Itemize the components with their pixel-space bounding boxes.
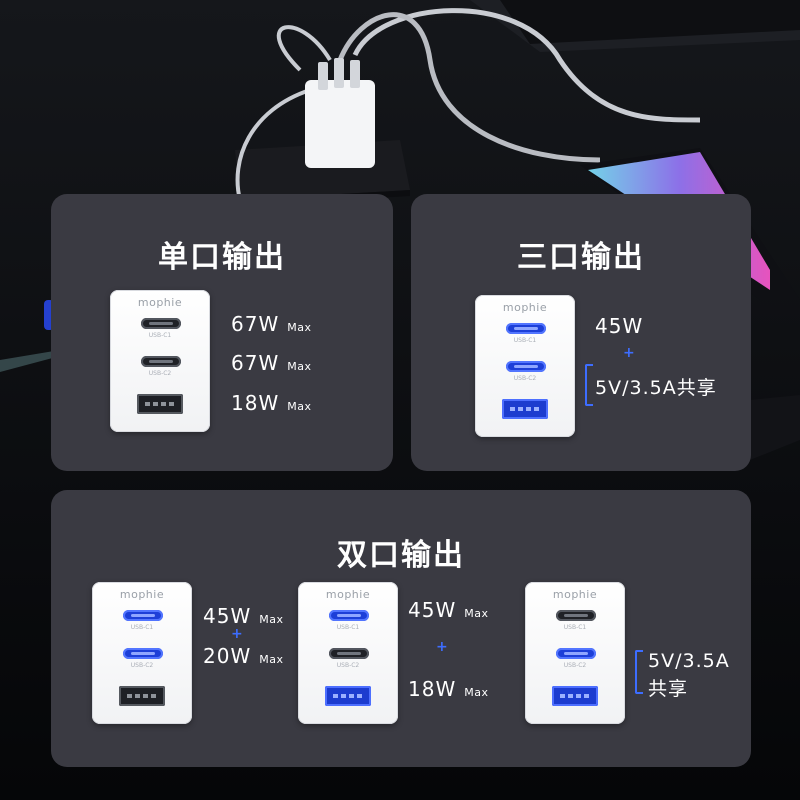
usb-c1-label: USB-C1 xyxy=(148,332,172,339)
plus-sign: + xyxy=(231,626,243,642)
brand-logo: mophie xyxy=(552,588,598,601)
charger-illustration-c: mophie USB-C1 USB-C2 xyxy=(525,582,625,724)
spec-suffix: Max xyxy=(259,613,284,626)
usb-c1-label: USB-C1 xyxy=(563,624,587,631)
spec-value: 5V/3.5A xyxy=(648,650,730,672)
usb-c1-port xyxy=(141,318,181,329)
spec-shared: 5V/3.5A共享 xyxy=(595,373,717,400)
spec-value: 45W xyxy=(203,604,252,628)
spec-value: 共享 xyxy=(648,678,689,700)
usb-c2-label: USB-C2 xyxy=(336,662,360,669)
brand-logo: mophie xyxy=(502,301,548,314)
spec-a-top: 45W Max xyxy=(203,604,283,628)
spec-suffix: Max xyxy=(287,360,312,373)
charger-illustration-b: mophie USB-C1 USB-C2 xyxy=(298,582,398,724)
charger-illustration: mophie USB-C1 USB-C2 xyxy=(475,295,575,437)
usb-c2-label: USB-C2 xyxy=(148,370,172,377)
spec-usb-c1: 67W Max xyxy=(231,312,311,336)
panel-title: 三口输出 xyxy=(517,240,645,275)
usb-c2-port-active xyxy=(556,648,596,659)
usb-a-port-active xyxy=(552,686,598,706)
spec-b-bottom: 18W Max xyxy=(408,677,488,701)
charger-illustration-a: mophie USB-C1 USB-C2 xyxy=(92,582,192,724)
spec-suffix: Max xyxy=(259,653,284,666)
spec-usb-c1: 45W xyxy=(595,314,643,338)
spec-value: 18W xyxy=(408,677,457,701)
spec-value: 5V/3.5A共享 xyxy=(595,377,717,399)
spec-suffix: Max xyxy=(287,321,312,334)
usb-c1-label: USB-C1 xyxy=(513,337,537,344)
spec-suffix: Max xyxy=(287,400,312,413)
usb-c1-port-active xyxy=(123,610,163,621)
shared-bracket xyxy=(585,364,593,406)
usb-a-port-active xyxy=(502,399,548,419)
spec-value: 18W xyxy=(231,391,280,415)
usb-c2-port-active xyxy=(506,361,546,372)
spec-value: 67W xyxy=(231,312,280,336)
usb-c1-label: USB-C1 xyxy=(130,624,154,631)
spec-suffix: Max xyxy=(464,686,489,699)
usb-c2-port xyxy=(141,356,181,367)
usb-c2-label: USB-C2 xyxy=(513,375,537,382)
spec-suffix: Max xyxy=(464,607,489,620)
spec-b-top: 45W Max xyxy=(408,598,488,622)
usb-c1-port xyxy=(556,610,596,621)
spec-c-line1: 5V/3.5A xyxy=(648,650,730,672)
triple-port-panel: 三口输出 mophie USB-C1 USB-C2 45W + 5V/3.5A共… xyxy=(411,194,751,471)
brand-logo: mophie xyxy=(325,588,371,601)
brand-logo: mophie xyxy=(119,588,165,601)
spec-value: 45W xyxy=(408,598,457,622)
usb-a-port-active xyxy=(325,686,371,706)
spec-a-bottom: 20W Max xyxy=(203,644,283,668)
usb-c2-port-active xyxy=(123,648,163,659)
usb-c2-label: USB-C2 xyxy=(130,662,154,669)
plus-sign: + xyxy=(436,639,448,655)
charger-illustration: mophie USB-C1 USB-C2 xyxy=(110,290,210,432)
spec-value: 67W xyxy=(231,351,280,375)
spec-value: 20W xyxy=(203,644,252,668)
panel-title: 双口输出 xyxy=(337,538,465,573)
shared-bracket xyxy=(635,650,643,694)
panel-title: 单口输出 xyxy=(158,240,286,275)
usb-c1-label: USB-C1 xyxy=(336,624,360,631)
spec-c-line2: 共享 xyxy=(648,674,688,701)
plus-sign: + xyxy=(623,345,635,361)
usb-c1-port-active xyxy=(506,323,546,334)
spec-usb-c2: 67W Max xyxy=(231,351,311,375)
usb-a-port xyxy=(119,686,165,706)
dual-port-panel: 双口输出 mophie USB-C1 USB-C2 45W Max + 20W Ma… xyxy=(51,490,751,767)
usb-c2-label: USB-C2 xyxy=(563,662,587,669)
spec-value: 45W xyxy=(595,314,644,338)
usb-c2-port xyxy=(329,648,369,659)
usb-c1-port-active xyxy=(329,610,369,621)
brand-logo: mophie xyxy=(137,296,183,309)
spec-usb-a: 18W Max xyxy=(231,391,311,415)
usb-a-port xyxy=(137,394,183,414)
